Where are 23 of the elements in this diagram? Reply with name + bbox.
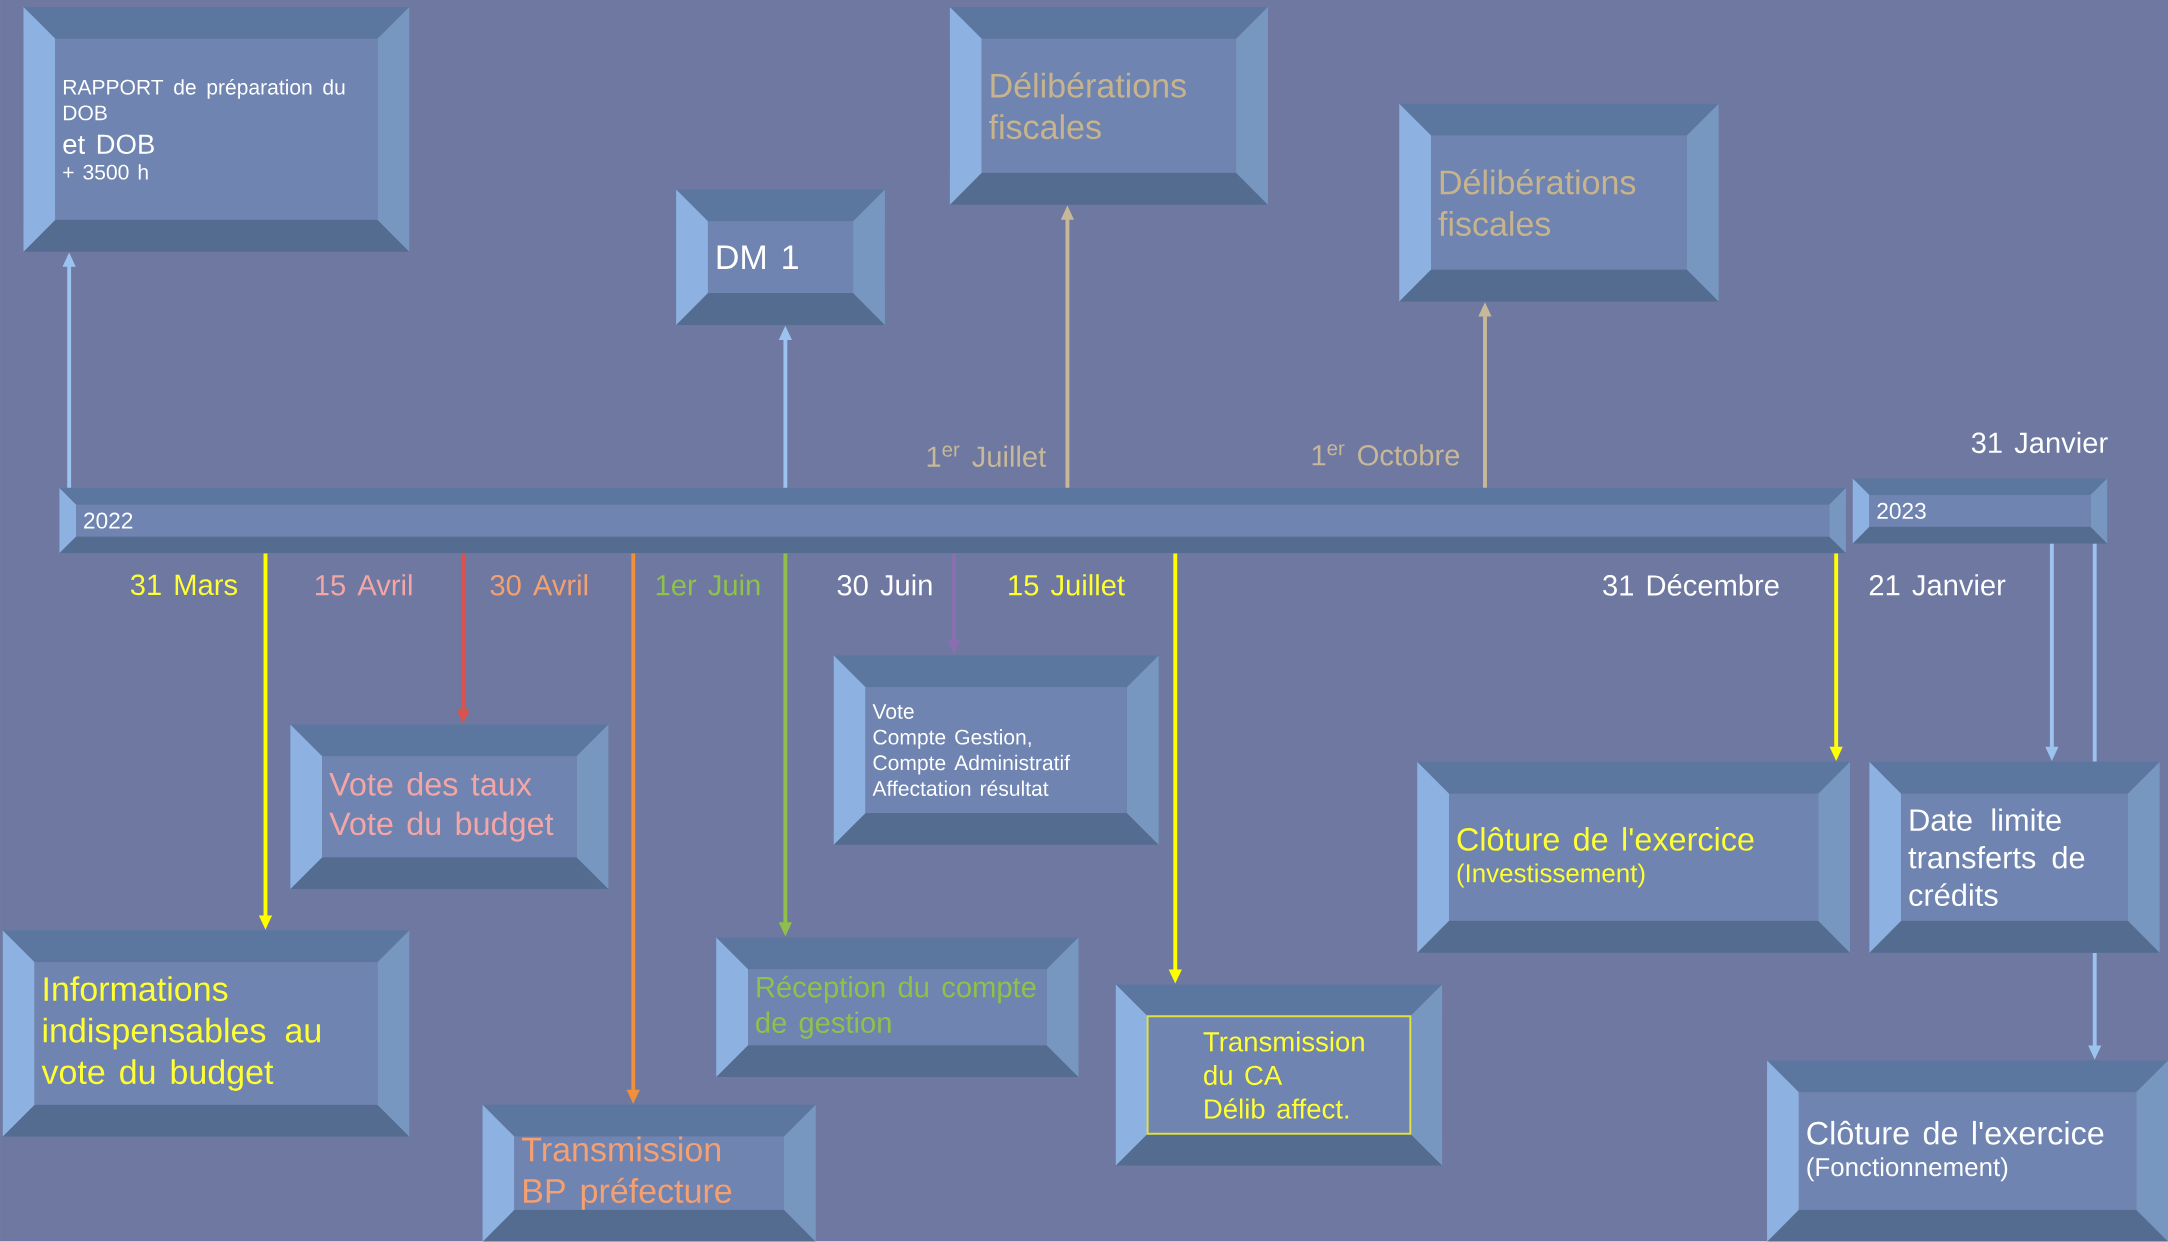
date-label: 1$^{er}$ Octobre (1312, 444, 1460, 466)
date-label: 21 Janvier (1869, 574, 2006, 596)
date-label: 31 Mars (130, 574, 237, 596)
date-label: 30 Juin (837, 574, 932, 596)
date-label: 1$^{er}$ Juillet (927, 445, 1046, 468)
process-box: Réception du compte de gestion (716, 937, 1079, 1078)
date-label: 31 Décembre (1603, 574, 1779, 596)
process-box: Vote des taux Vote du budget (290, 724, 609, 890)
process-box: RAPPORT de préparation du DOB et DOB + 3500 h (23, 7, 410, 252)
date-label: 1er Juin (656, 574, 760, 596)
date-label: 30 Avril (490, 574, 588, 596)
process-box: Vote Compte Gestion, Compte Administratif Affectation résultat (833, 655, 1159, 845)
process-box: Transmission BP préfecture (482, 1104, 816, 1242)
process-box: Informations indispensables au vote du budget (2, 930, 410, 1137)
process-box: Délibérations fiscales (949, 7, 1268, 205)
process-box: Clôture de l'exercice (Investissement) (1417, 762, 1850, 953)
process-box: Date limite transferts de crédits (1869, 762, 2160, 953)
process-box: DM 1 (676, 189, 885, 326)
process-box: Clôture de l'exercice (Fonctionnement) (1767, 1060, 2168, 1242)
process-box: Transmission du CA Délib affect. (1115, 984, 1443, 1166)
process-box: Délibérations fiscales (1399, 103, 1719, 302)
timeline-bar: 2023 (1852, 478, 2108, 544)
timeline-bar: 2022 (59, 488, 1846, 554)
